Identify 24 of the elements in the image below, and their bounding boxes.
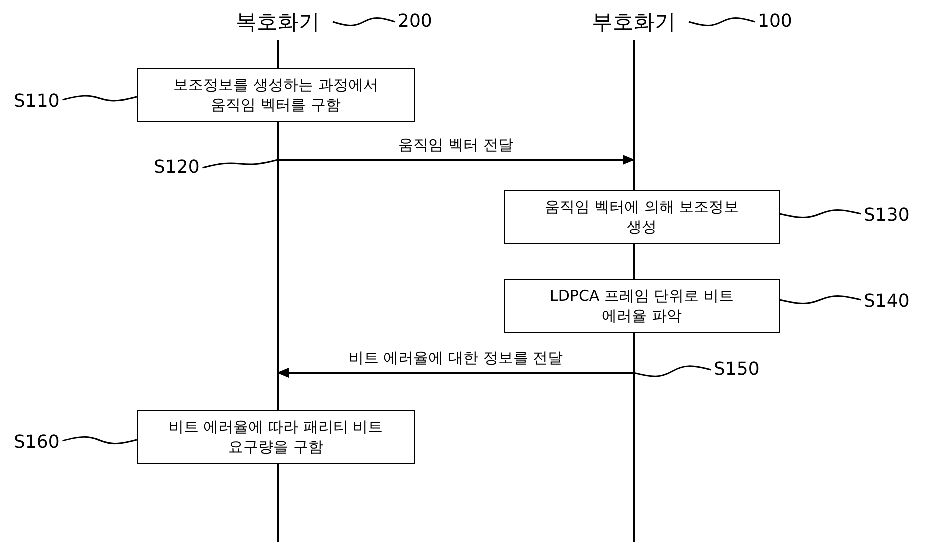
step-label: S160 (14, 432, 60, 454)
step-label: S110 (14, 91, 60, 113)
participant-title: 복호화기 (235, 9, 321, 36)
step-label: S120 (154, 157, 200, 179)
leader-line (634, 366, 712, 378)
process-box: 보조정보를 생성하는 과정에서 움직임 벡터를 구함 (137, 68, 415, 122)
participant-title: 부호화기 (591, 9, 677, 36)
leader-line (780, 296, 862, 304)
process-box: 움직임 벡터에 의해 보조정보 생성 (504, 190, 780, 244)
leader-line (332, 18, 396, 26)
step-label: S130 (864, 205, 910, 227)
process-box: LDPCA 프레임 단위로 비트 에러율 파악 (504, 279, 780, 333)
reference-number: 100 (758, 11, 792, 33)
leader-line (202, 159, 278, 169)
process-box: 비트 에러율에 따라 패리티 비트 요구량을 구함 (137, 410, 415, 464)
step-label: S140 (864, 291, 910, 313)
step-label: S150 (714, 359, 760, 381)
message-arrow (277, 368, 634, 378)
leader-line (62, 95, 138, 102)
leader-line (780, 210, 862, 218)
leader-line (62, 436, 138, 445)
reference-number: 200 (398, 11, 432, 33)
message-arrow (278, 155, 635, 165)
leader-line (688, 18, 756, 26)
